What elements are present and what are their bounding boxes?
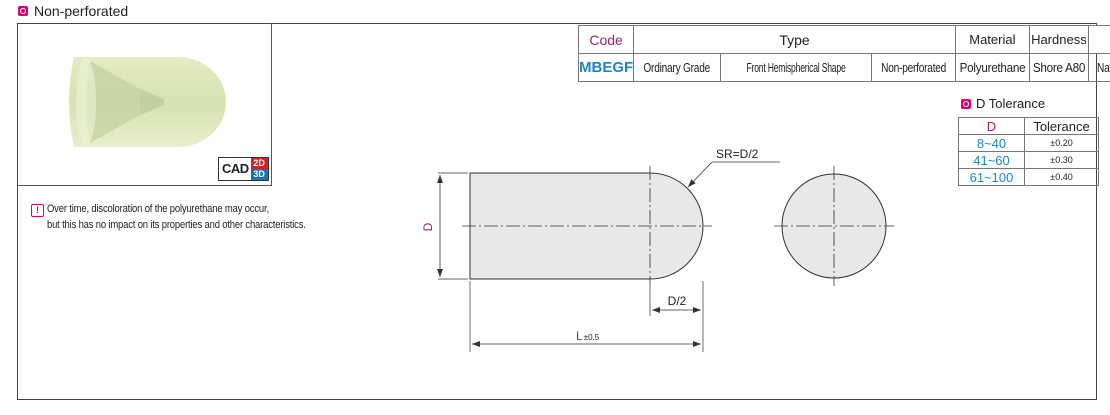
tol-value: ±0.40 [1024,168,1099,186]
section-title: Non-perforated [34,3,129,19]
cad-download-badge[interactable]: CAD 2D 3D [218,157,269,181]
diameter-label: D [421,222,435,231]
cell-color: Natural Color [1087,53,1110,82]
tolerance-marker-icon [961,99,971,109]
tolerance-title: D Tolerance [976,96,1046,111]
cell-material-text: Polyurethane [959,60,1026,75]
photo-frame [17,23,272,186]
cell-perforation-text: Non-perforated [880,60,946,75]
tol-d-value: 8~40 [958,134,1025,152]
cell-code: MBEGF [577,53,635,82]
cad-3d-label: 3D [250,169,268,180]
cad-2d-label: 2D [250,158,268,169]
section-marker-icon [18,6,28,16]
product-photo [69,57,226,147]
cell-perforation: Non-perforated [870,53,956,82]
part-side-view [469,172,704,280]
spec-table: Code Type Material Hardness Color MBEGF … [577,25,1110,82]
half-dimension-label: D/2 [668,294,687,308]
cad-label: CAD [222,161,249,176]
exclamation-icon: ! [31,204,44,217]
cell-grade-text: Ordinary Grade [643,60,711,75]
cell-grade: Ordinary Grade [633,53,721,82]
cell-material: Polyurethane [954,53,1030,82]
length-label: L [576,329,583,343]
header-code: Code [577,25,635,54]
content-frame [17,23,1097,400]
header-type: Type [633,25,956,54]
header-hardness: Hardness [1028,25,1089,54]
cell-hardness-text: Shore A80 [1032,60,1085,75]
tolerance-table: D Tolerance 8~40 ±0.20 41~60 ±0.30 61~10… [958,117,1099,186]
length-dimension: L±0.5 [576,329,600,343]
length-tolerance: ±0.5 [584,333,600,342]
cell-hardness: Shore A80 [1028,53,1089,82]
cell-shape-text: Front Hemispherical Shape [746,60,846,75]
note-line-2: but this has no impact on its properties… [47,219,306,231]
tol-d-value: 61~100 [958,168,1025,186]
radius-label: SR=D/2 [716,147,759,161]
note-line-1: Over time, discoloration of the polyuret… [47,203,269,215]
cell-color-text: Natural Color [1096,60,1110,75]
cell-shape: Front Hemispherical Shape [719,53,872,82]
